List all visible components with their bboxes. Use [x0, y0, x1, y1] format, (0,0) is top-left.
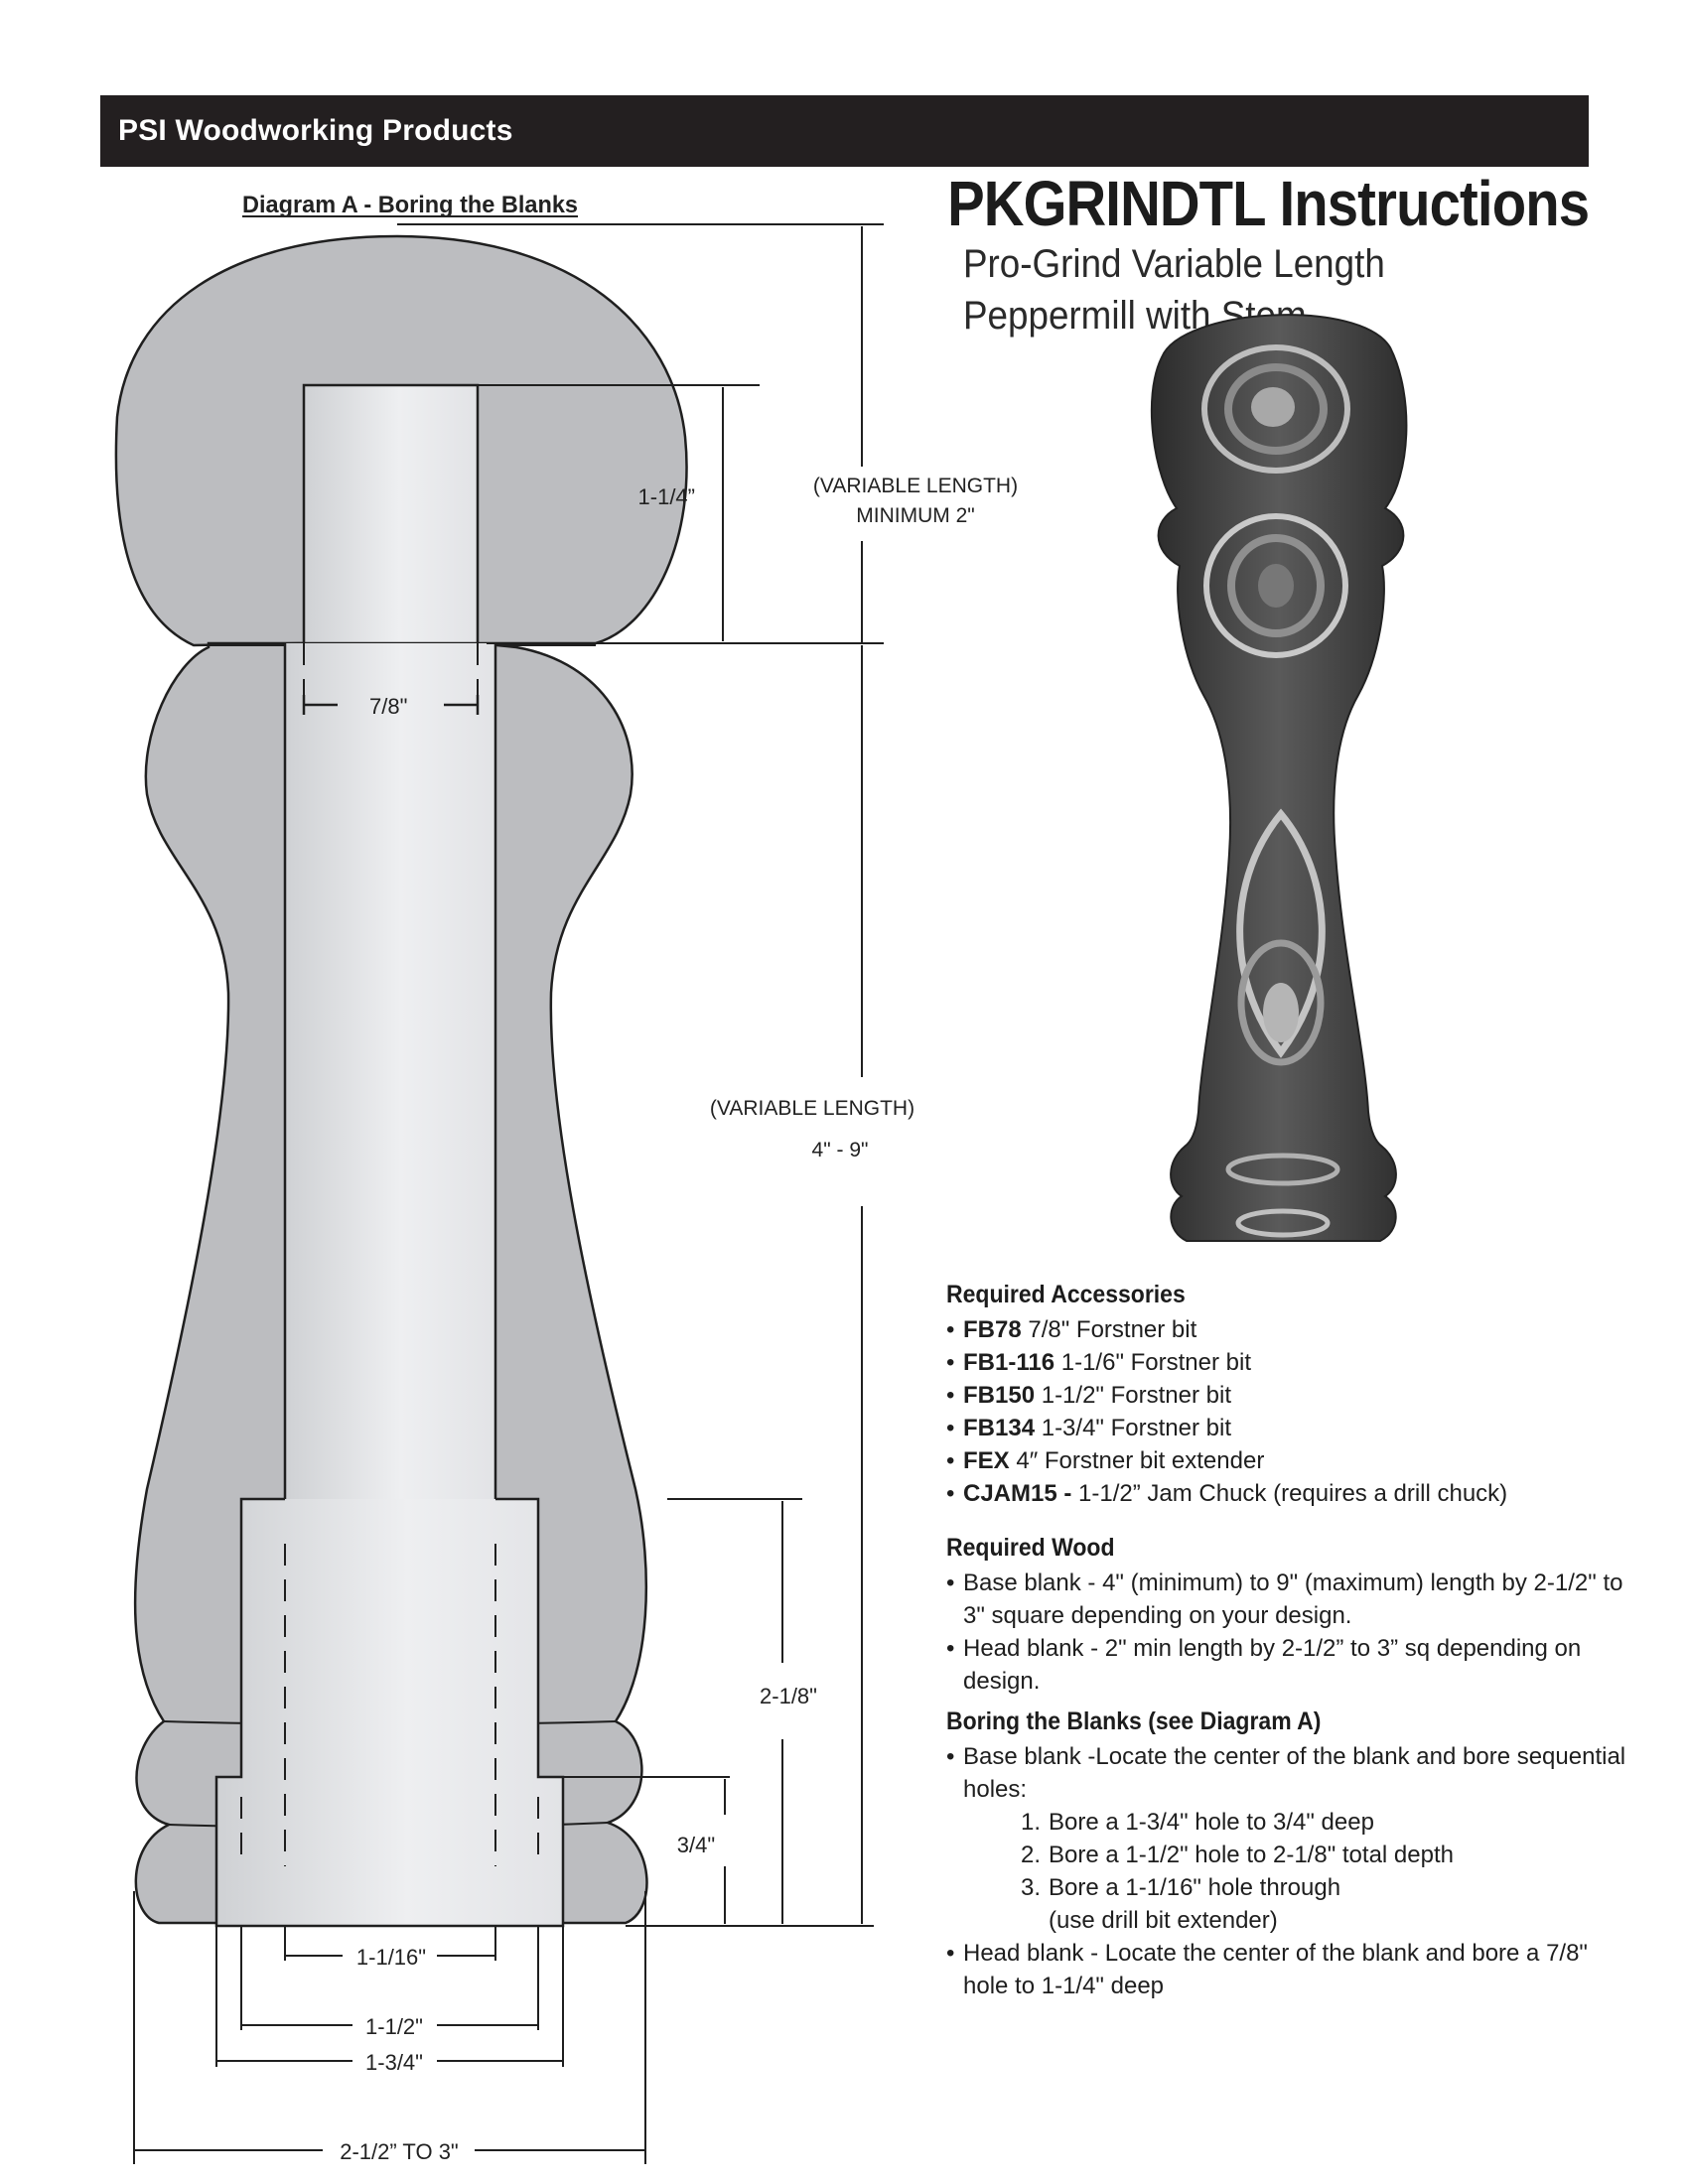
- accessory-item: FB78 7/8" Forstner bit: [946, 1313, 1631, 1346]
- wood-item: Head blank - 2" min length by 2-1/2” to …: [946, 1632, 1631, 1698]
- boring-steps: 1.Bore a 1-3/4" hole to 3/4" deep 2.Bore…: [963, 1806, 1631, 1937]
- boring-step: 2.Bore a 1-1/2" hole to 2-1/8" total dep…: [1021, 1842, 1454, 1868]
- dim-label-134: 1-3/4": [365, 2050, 423, 2075]
- boring-heading: Boring the Blanks (see Diagram A): [946, 1707, 1322, 1735]
- wood-heading: Required Wood: [946, 1534, 1115, 1562]
- dim-label-blank-width: 2-1/2” TO 3": [340, 2139, 459, 2164]
- head-bore: [302, 383, 480, 645]
- dim-bottom-extensions: [133, 1891, 646, 2164]
- wood-list: Base blank - 4" (minimum) to 9" (maximum…: [946, 1567, 1631, 1698]
- dim-head-depth: [478, 384, 760, 644]
- dim-label-base-range: 4" - 9": [812, 1139, 869, 1161]
- wood-item: Base blank - 4" (minimum) to 9" (maximum…: [946, 1567, 1631, 1632]
- accessories-heading: Required Accessories: [946, 1281, 1186, 1308]
- dim-label-head-var: (VARIABLE LENGTH): [813, 475, 1018, 497]
- dim-first-depth: [563, 1776, 730, 1924]
- dim-label-1116: 1-1/16": [356, 1945, 426, 1970]
- boring-head-text: Head blank - Locate the center of the bl…: [946, 1937, 1631, 2002]
- boring-step: 1.Bore a 1-3/4" hole to 3/4" deep: [1021, 1809, 1374, 1836]
- instructions-column: Required Accessories FB78 7/8" Forstner …: [946, 1281, 1631, 2002]
- boring-step: 3.Bore a 1-1/16" hole through(use drill …: [1021, 1874, 1341, 1934]
- accessory-item: CJAM15 - 1-1/2” Jam Chuck (requires a dr…: [946, 1477, 1631, 1510]
- dim-base-length: [626, 645, 874, 1927]
- accessory-item: FB1-116 1-1/6" Forstner bit: [946, 1346, 1631, 1379]
- dim-label-base-var: (VARIABLE LENGTH): [710, 1097, 914, 1120]
- page-title: PKGRINDTL Instructions: [946, 168, 1590, 239]
- dim-label-34: 3/4": [677, 1833, 715, 1857]
- brand-name: PSI Woodworking Products: [118, 114, 513, 147]
- dim-label-78: 7/8": [369, 694, 407, 719]
- header-bar: PSI Woodworking Products: [100, 95, 1589, 167]
- accessory-item: FB150 1-1/2" Forstner bit: [946, 1379, 1631, 1412]
- diagram-caption: Diagram A - Boring the Blanks: [242, 192, 578, 218]
- boring-list: Base blank -Locate the center of the bla…: [946, 1740, 1631, 2002]
- accessory-item: FEX 4″ Forstner bit extender: [946, 1444, 1631, 1477]
- dim-label-head-min: MINIMUM 2": [856, 504, 974, 527]
- boring-base-intro: Base blank -Locate the center of the bla…: [946, 1740, 1631, 1937]
- bore-step-112: [214, 1497, 565, 1928]
- dim-label-218: 2-1/8": [760, 1684, 817, 1708]
- dim-label-114: 1-1/4”: [638, 484, 695, 509]
- dim-bottom-lines: [134, 1955, 645, 2151]
- accessories-list: FB78 7/8" Forstner bit FB1-116 1-1/6" Fo…: [946, 1313, 1631, 1510]
- peppermill-photo: [1150, 314, 1408, 1242]
- dim-head-length: [397, 223, 884, 644]
- dim-label-112: 1-1/2": [365, 2014, 423, 2039]
- accessory-item: FB134 1-3/4" Forstner bit: [946, 1412, 1631, 1444]
- dim-total-depth: [667, 1498, 802, 1924]
